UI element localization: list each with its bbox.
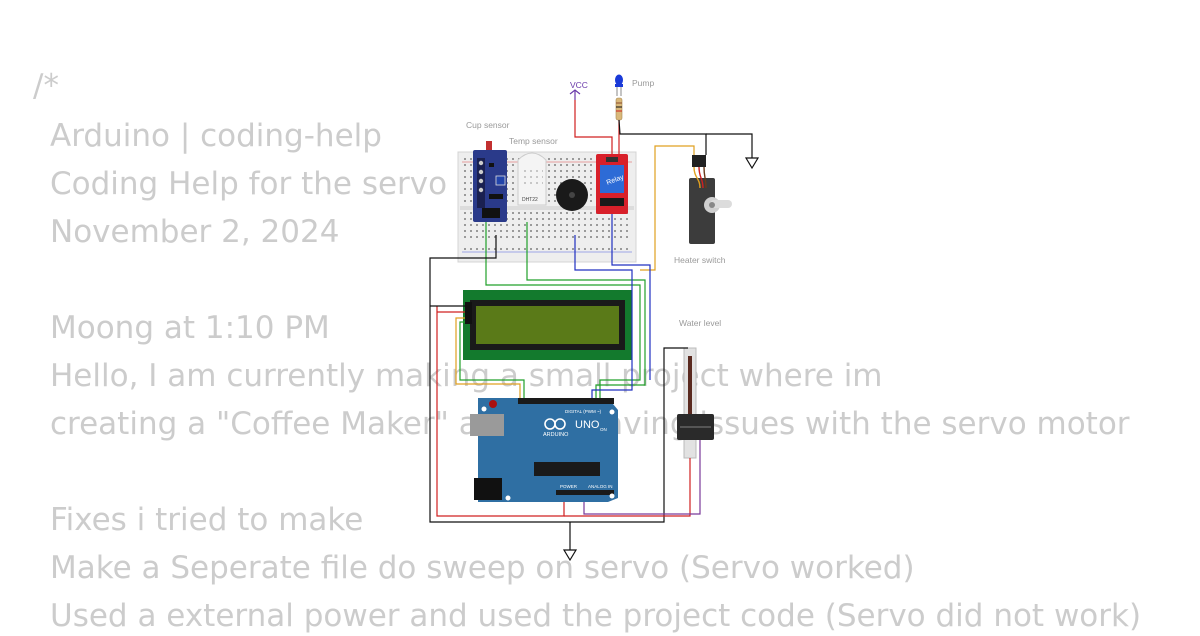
arduino-uno[interactable]: UNO ARDUINO DIGITAL (PWM ~) ANALOG IN PO… bbox=[470, 398, 618, 502]
heater-servo[interactable] bbox=[689, 155, 732, 244]
resistor bbox=[615, 97, 623, 121]
code-line: Coding Help for the servo n bbox=[50, 166, 477, 202]
cup-sensor[interactable] bbox=[473, 141, 507, 222]
code-line: Used a external power and used the proje… bbox=[50, 598, 1142, 634]
analog-label: ANALOG IN bbox=[588, 484, 613, 489]
wires bbox=[429, 100, 760, 562]
vcc-label: VCC bbox=[570, 80, 588, 90]
water-level-label: Water level bbox=[679, 318, 721, 328]
cup-sensor-label: Cup sensor bbox=[466, 120, 510, 130]
temp-sensor-dht22[interactable]: DHT22 bbox=[517, 152, 547, 206]
water-level-slider[interactable] bbox=[677, 347, 714, 459]
power-label: POWER bbox=[560, 484, 578, 489]
vcc-symbol: VCC bbox=[569, 80, 588, 100]
temp-sensor-label: Temp sensor bbox=[509, 136, 558, 146]
relay-module[interactable]: Relay bbox=[596, 154, 628, 214]
comment-open: /* bbox=[33, 68, 59, 104]
code-line: Moong at 1:10 PM bbox=[50, 310, 330, 346]
lcd-display[interactable] bbox=[463, 290, 632, 360]
uno-label: UNO bbox=[575, 419, 600, 431]
pump-label: Pump bbox=[632, 78, 654, 88]
code-line: November 2, 2024 bbox=[50, 214, 340, 250]
heater-switch-label: Heater switch bbox=[674, 255, 726, 265]
code-line: Hello, I am currently making a small pro… bbox=[50, 358, 883, 394]
code-line: Arduino | coding-help bbox=[50, 118, 382, 154]
pump-led[interactable] bbox=[615, 74, 623, 121]
on-label: ON bbox=[600, 427, 607, 432]
digital-label: DIGITAL (PWM ~) bbox=[565, 409, 602, 414]
code-line: Make a Seperate file do sweep on servo (… bbox=[50, 550, 915, 586]
dht22-label: DHT22 bbox=[522, 197, 538, 203]
buzzer[interactable] bbox=[556, 179, 588, 211]
code-line: Fixes i tried to make bbox=[50, 502, 364, 538]
arduino-infinity-logo bbox=[544, 418, 566, 430]
arduino-label: ARDUINO bbox=[543, 432, 569, 438]
